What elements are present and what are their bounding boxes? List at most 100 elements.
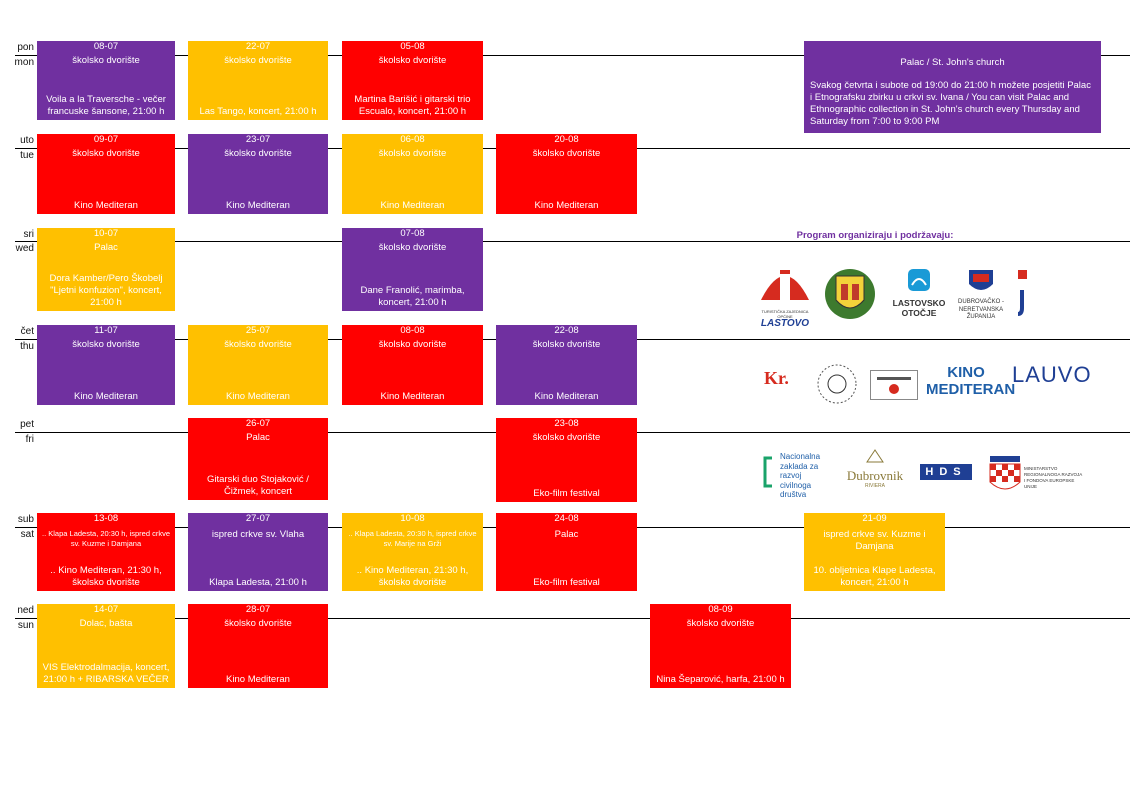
row-divider-wed [15, 241, 1130, 242]
event-location: ispred crkve sv. Kuzme i Damjana [823, 529, 926, 552]
event-card: 25-07 školsko dvorište Kino Mediteran [188, 325, 328, 405]
lastovo-logo-small: TURISTIČKA ZAJEDNICA OPĆINE [761, 309, 809, 319]
event-card: 10-08 .. Klapa Ladesta, 20:30 h, ispred … [342, 513, 483, 591]
event-card: 11-07 školsko dvorište Kino Mediteran [37, 325, 175, 405]
event-title: Voila a la Traversche - večer francuske … [46, 94, 166, 117]
event-location: Palac [94, 242, 118, 253]
event-title: Kino Mediteran [380, 200, 445, 211]
event-title: Las Tango, koncert, 21:00 h [199, 106, 317, 117]
event-card: 06-08 školsko dvorište Kino Mediteran [342, 134, 483, 214]
event-title: Martina Barišić i gitarski trio Escualo,… [354, 94, 471, 117]
event-location: Palac [246, 432, 270, 443]
event-location: školsko dvorište [224, 55, 292, 66]
info-title: Palac / St. John's church [900, 57, 1005, 68]
croatian-coat-of-arms-icon [989, 456, 1021, 490]
row-divider-mon [15, 55, 1130, 56]
event-date: 27-07 [245, 513, 271, 524]
day-label-en: mon [14, 57, 34, 68]
event-card: 08-09 školsko dvorište Nina Šeparović, h… [650, 604, 791, 688]
event-location: školsko dvorište [532, 339, 601, 350]
kino-mediteran-logo: KINO MEDITERAN [926, 364, 1016, 404]
dubrovnik-emblem-icon [866, 449, 884, 463]
event-title: Kino Mediteran [226, 200, 290, 211]
day-label-en: thu [20, 341, 34, 352]
event-card: 05-08 školsko dvorište Martina Barišić i… [342, 41, 483, 120]
event-date: 09-07 [93, 134, 119, 145]
event-card: 09-07 školsko dvorište Kino Mediteran [37, 134, 175, 214]
event-card: 07-08 školsko dvorište Dane Franolić, ma… [342, 228, 483, 311]
lauvo-text: LAUVO [1012, 362, 1092, 387]
county-shield-icon [969, 270, 993, 290]
event-date: 21-09 [862, 513, 887, 524]
event-card: 22-08 školsko dvorište Kino Mediteran [496, 325, 637, 405]
dubrovnik-riviera-logo: Dubrovnik RIVIERA [840, 448, 910, 500]
event-date: 14-07 [93, 604, 119, 615]
event-date: 13-08 [93, 513, 119, 524]
event-date: 20-08 [554, 134, 579, 145]
event-location: Palac [554, 529, 579, 540]
event-location: školsko dvorište [378, 55, 447, 66]
day-label-en: fri [25, 434, 34, 445]
event-title: Kino Mediteran [534, 391, 599, 402]
day-label-hr: pet [20, 419, 34, 430]
dubrovnik-text: Dubrovnik [846, 468, 904, 483]
row-divider-sun [15, 618, 1130, 619]
ministry-culture-icon [1017, 270, 1027, 316]
dnz-text: DUBROVAČKO - NERETVANSKA ŽUPANIJA [958, 299, 1004, 320]
dubrovnik-small: RIVIERA [864, 483, 885, 489]
event-card: 10-07 Palac Dora Kamber/Pero Škobelj "Lj… [37, 228, 175, 311]
event-card: 22-07 školsko dvorište Las Tango, koncer… [188, 41, 328, 120]
day-label-hr: ned [17, 605, 34, 616]
event-card: 08-07 školsko dvorište Voila a la Traver… [37, 41, 175, 120]
lastovo-logo-text: LASTOVO [760, 318, 810, 329]
ku-logo: Kr. [752, 368, 802, 400]
event-location: školsko dvorište [378, 339, 447, 350]
info-box: Palac / St. John's church Svakog četvrta… [804, 41, 1101, 133]
event-card: 26-07 Palac Gitarski duo Stojaković / Či… [188, 418, 328, 500]
day-label-en: sat [20, 529, 34, 540]
lauvo-logo: LAUVO [1012, 362, 1092, 404]
partner-badge-icon [877, 377, 911, 394]
lastovo-tourist-board-logo: TURISTIČKA ZAJEDNICA OPĆINE LASTOVO [756, 262, 814, 329]
event-location: ispred crkve sv. Vlaha [211, 529, 305, 540]
dnz-county-logo: DUBROVAČKO - NERETVANSKA ŽUPANIJA [955, 268, 1007, 323]
day-label-en: sun [17, 620, 34, 631]
event-title: Eko-film festival [533, 577, 600, 588]
event-date: 25-07 [245, 325, 271, 336]
nzrcd-text: Nacionalna zaklada za razvoj civilnoga d… [780, 452, 821, 499]
event-date: 08-08 [400, 325, 425, 336]
event-title: Klapa Ladesta, 21:00 h [209, 577, 307, 588]
event-card: 20-08 školsko dvorište Kino Mediteran [496, 134, 637, 214]
event-card: 13-08 .. Klapa Ladesta, 20:30 h, ispred … [37, 513, 175, 591]
day-label-en: wed [15, 243, 34, 254]
event-date: 05-08 [400, 41, 425, 52]
day-label-hr: uto [20, 135, 34, 146]
event-title: Kino Mediteran [74, 200, 138, 211]
ministry-regional-logo: MINISTARSTVO REGIONALNOGA RAZVOJA I FOND… [988, 454, 1084, 498]
event-card: 23-08 školsko dvorište Eko-film festival [496, 418, 637, 502]
bracket-icon [763, 456, 772, 488]
info-body: Svakog četvrta i subote od 19:00 do 21:0… [810, 80, 1091, 127]
event-title: Dane Franolić, marimba, koncert, 21:00 h [360, 285, 465, 308]
event-location: školsko dvorište [378, 242, 447, 253]
event-location: školsko dvorište [532, 432, 601, 443]
event-date: 08-07 [93, 41, 119, 52]
event-card: 23-07 školsko dvorište Kino Mediteran [188, 134, 328, 214]
circular-stamp-icon [815, 362, 859, 406]
event-title: Nina Šeparović, harfa, 21:00 h [656, 674, 785, 685]
event-date: 06-08 [400, 134, 425, 145]
event-date: 23-07 [245, 134, 271, 145]
kino-mediteran-text: KINO MEDITERAN [926, 364, 1016, 398]
hds-logo: HDS [920, 464, 972, 484]
day-label-hr: sub [17, 514, 34, 525]
park-icon [908, 269, 930, 291]
event-date: 28-07 [245, 604, 271, 615]
event-date: 23-08 [554, 418, 579, 429]
event-card: 21-09 ispred crkve sv. Kuzme i Damjana 1… [804, 513, 945, 591]
event-date: 10-08 [400, 513, 425, 524]
municipality-crest-icon [824, 266, 876, 322]
event-title: Kino Mediteran [534, 200, 599, 211]
event-title: Kino Mediteran [380, 391, 445, 402]
day-label-en: tue [20, 150, 34, 161]
lighthouse-icon [761, 270, 809, 300]
